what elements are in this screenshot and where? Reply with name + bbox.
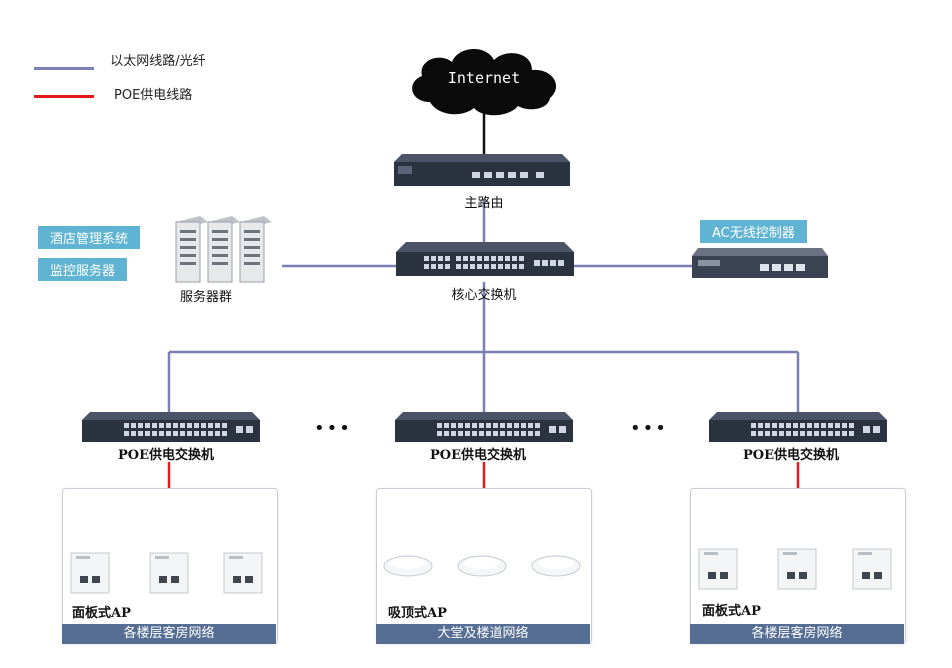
poe-switch-2-label: POE供电交换机 <box>430 448 527 463</box>
poe-switch-3-label: POE供电交换机 <box>743 448 840 463</box>
poe-switch-1-label: POE供电交换机 <box>118 448 215 463</box>
panel-ap-icon <box>70 552 110 594</box>
legend-ethernet-label: 以太网线路/光纤 <box>110 54 206 69</box>
panel-ap-icon <box>777 548 817 590</box>
legend-poe-label: POE供电线路 <box>114 88 193 103</box>
ellipsis-2: ••• <box>630 418 668 439</box>
internet-label: Internet <box>448 69 520 87</box>
panel-ap-1c <box>223 552 263 594</box>
zone-2-footer: 大堂及楼道网络 <box>376 624 590 644</box>
server-group <box>166 214 278 286</box>
panel-ap-1b <box>149 552 189 594</box>
legend-poe-line <box>34 95 94 98</box>
core-switch <box>394 240 576 280</box>
router-label: 主路由 <box>464 196 504 211</box>
ceiling-ap-icon <box>457 555 507 577</box>
panel-ap-3c <box>852 548 892 590</box>
monitoring-server-tag: 监控服务器 <box>38 258 128 281</box>
panel-ap-3a <box>698 548 738 590</box>
ceiling-ap-2b <box>456 550 508 580</box>
main-router <box>392 152 572 190</box>
zone-1-ap-label: 面板式AP <box>72 606 131 621</box>
poe-switch-3 <box>707 410 889 444</box>
panel-ap-icon <box>852 548 892 590</box>
panel-ap-1a <box>70 552 110 594</box>
zone-2-ap-label: 吸顶式AP <box>388 606 447 621</box>
server-rack-icon <box>175 216 272 283</box>
ac-controller-tag: AC无线控制器 <box>700 220 807 243</box>
ellipsis-1: ••• <box>314 418 352 439</box>
legend-ethernet-line <box>34 67 94 70</box>
ac-controller-device-icon <box>692 248 828 278</box>
poe-switch-device-icon <box>709 412 887 442</box>
poe-switch-1 <box>80 410 262 444</box>
ceiling-ap-icon <box>383 555 433 577</box>
ceiling-ap-2a <box>382 550 434 580</box>
zone-3-ap-label: 面板式AP <box>702 604 761 619</box>
poe-switch-device-icon <box>395 412 573 442</box>
panel-ap-icon <box>223 552 263 594</box>
poe-switch-2 <box>393 410 575 444</box>
hotel-management-tag: 酒店管理系统 <box>38 226 141 249</box>
zone-1-footer: 各楼层客房网络 <box>62 624 276 644</box>
ac-controller <box>690 246 830 282</box>
panel-ap-3b <box>777 548 817 590</box>
panel-ap-icon <box>698 548 738 590</box>
zone-3-footer: 各楼层客房网络 <box>690 624 904 644</box>
legend: 以太网线路/光纤 POE供电线路 <box>34 54 234 104</box>
core-switch-label: 核心交换机 <box>451 288 517 303</box>
poe-switch-device-icon <box>82 412 260 442</box>
server-group-label: 服务器群 <box>179 290 232 305</box>
router-device-icon <box>394 154 570 186</box>
ceiling-ap-icon <box>531 555 581 577</box>
core-switch-device-icon <box>396 242 574 276</box>
panel-ap-icon <box>149 552 189 594</box>
ceiling-ap-2c <box>530 550 582 580</box>
internet-cloud-icon: Internet <box>412 48 557 116</box>
